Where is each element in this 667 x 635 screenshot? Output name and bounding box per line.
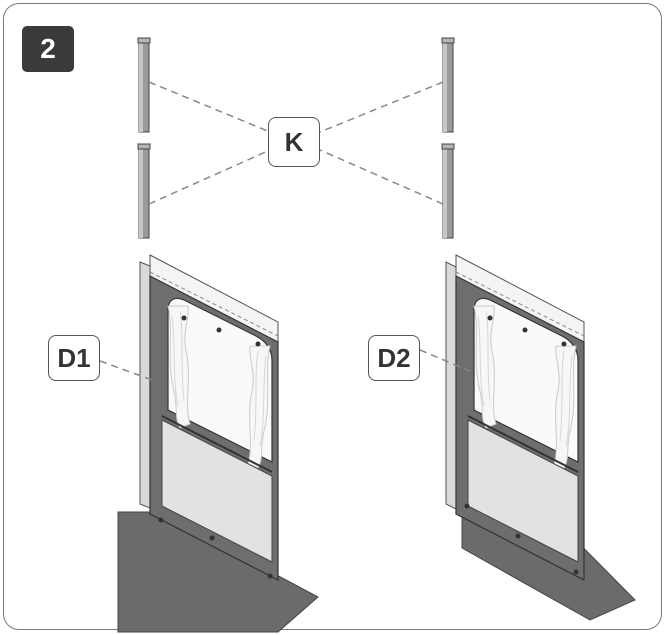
pole-right-lower [441, 143, 455, 239]
poles-k [137, 37, 455, 239]
pole-left-upper [137, 37, 151, 133]
callout-k: K [268, 117, 320, 167]
callout-d1: D1 [48, 335, 100, 381]
step-number-badge: 2 [22, 26, 74, 72]
leader-line-d2 [419, 349, 473, 373]
window-d1 [167, 297, 273, 463]
leader-line-d1 [99, 360, 153, 381]
pole-left-lower [137, 143, 151, 239]
panel-d2 [445, 254, 636, 621]
window-d2 [473, 297, 579, 463]
pole-right-upper [441, 37, 455, 133]
panel-d1 [117, 254, 319, 633]
callout-d2: D2 [368, 335, 420, 381]
leader-lines-k [148, 81, 444, 205]
